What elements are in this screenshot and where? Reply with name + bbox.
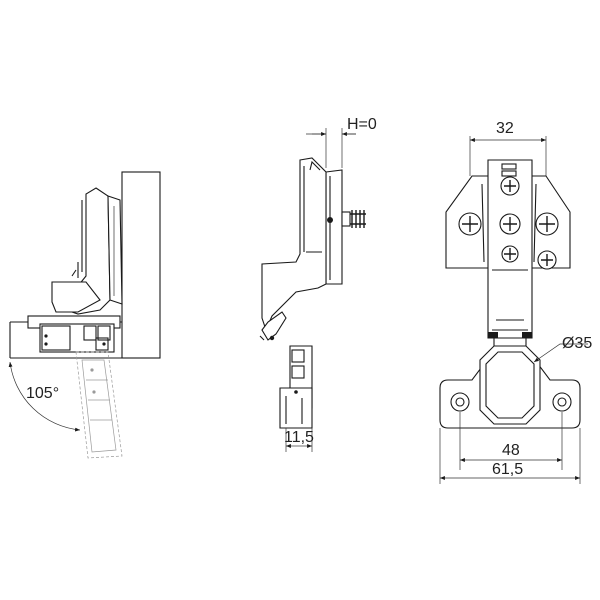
door-open-ghost <box>75 351 123 459</box>
cup-square-3 <box>95 337 109 351</box>
hole-right-icon <box>552 392 572 412</box>
cup-mid-sq-1 <box>291 349 305 363</box>
cup-octagon <box>479 345 541 425</box>
hinge-link-mid <box>261 311 287 341</box>
cup-mid-sq-2 <box>291 365 305 379</box>
screw-head-top-icon <box>500 176 520 196</box>
screw-dot-3 <box>102 342 106 346</box>
diameter-leader <box>533 343 588 363</box>
screw-head-far-right-icon <box>537 250 557 270</box>
offset-label: 11,5 <box>284 429 314 446</box>
overlay-label: H=0 <box>347 116 377 133</box>
arm-front-lines <box>492 269 528 331</box>
right-front-view: 32 <box>439 120 592 484</box>
cup-square-1 <box>83 325 97 341</box>
mounting-plate <box>107 195 123 305</box>
cup-mid-plate <box>279 387 313 429</box>
screw-head-left-icon <box>458 212 482 236</box>
left-side-view: 105° <box>8 171 161 459</box>
door-open-ghost-inner <box>81 359 117 453</box>
cup-mid-lines <box>285 396 303 424</box>
opening-angle-arc <box>8 361 81 432</box>
link-pivot <box>269 335 275 341</box>
hole-left-icon <box>450 392 470 412</box>
cabinet-panel <box>121 171 161 359</box>
hinge-arm-mid <box>261 157 327 332</box>
opening-angle-label: 105° <box>26 385 59 402</box>
arm-slot-2 <box>501 170 517 177</box>
screw-dot-1 <box>44 334 48 338</box>
width-label: 32 <box>496 120 514 137</box>
spacing-label: 48 <box>502 442 520 459</box>
hinge-horizontal-arm <box>51 281 101 313</box>
screw-dot-2 <box>44 342 48 346</box>
cup-mid-dot <box>294 390 298 394</box>
arm-slot-1 <box>501 163 517 170</box>
cup-square-2 <box>97 325 111 341</box>
arm-front-dark-2 <box>522 332 532 338</box>
screw-head-center-icon <box>499 213 521 235</box>
diameter-label: Ø35 <box>562 335 592 352</box>
link-hook <box>259 335 265 341</box>
cup-block-inner <box>41 325 71 351</box>
ghost-dot-1 <box>90 368 94 372</box>
hinge-arm-detail <box>71 200 83 278</box>
plate-width-label: 61,5 <box>492 461 523 478</box>
screw-head-lower-icon <box>501 245 519 263</box>
mounting-plate-mid <box>325 169 343 285</box>
middle-side-view: H=0 11,5 <box>259 116 377 452</box>
screw-icon <box>327 210 366 228</box>
screw-head-right-icon <box>535 212 559 236</box>
cup-top-detail <box>493 338 527 346</box>
arm-front-dark-1 <box>488 332 498 338</box>
hinge-arm-mid-detail <box>303 160 322 253</box>
cup-octagon-inner <box>485 351 535 419</box>
ghost-dot-2 <box>92 390 96 394</box>
mounting-plate-front-inner <box>481 183 537 263</box>
